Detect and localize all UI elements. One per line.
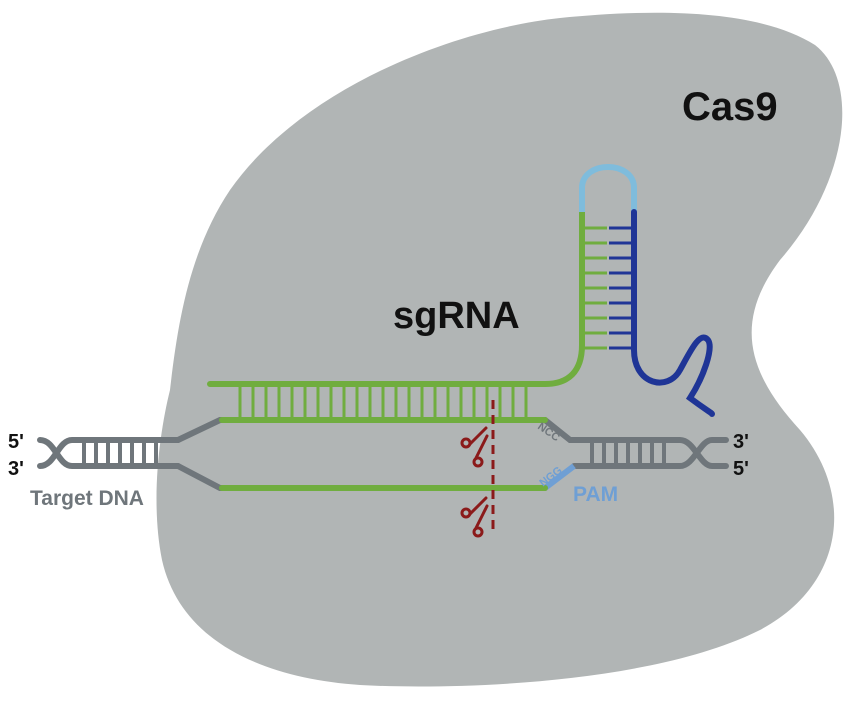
three-prime-left-label: 3' (8, 458, 24, 480)
hairpin-green-stems (584, 226, 607, 350)
hairpin-blue-stems (609, 226, 632, 350)
sgrna-dna-base-pairs (238, 386, 528, 418)
cas9-protein-shape (156, 12, 843, 687)
pam-strand-segment (543, 463, 576, 491)
hairpin-partner-strand (631, 209, 715, 417)
pam-label: PAM (573, 483, 618, 506)
dna-right-base-pairs (590, 442, 666, 464)
five-prime-right-label: 5' (733, 458, 749, 480)
sgrna-label: sgRNA (393, 295, 520, 337)
sgrna-strand (207, 209, 585, 491)
three-prime-right-label: 3' (733, 431, 749, 453)
target-dna-label: Target DNA (30, 487, 144, 510)
hairpin-loop (579, 164, 637, 212)
dna-left-base-pairs (82, 442, 158, 464)
scissors-icon (460, 496, 489, 538)
scissors-icon (460, 426, 489, 468)
cas9-label: Cas9 (682, 85, 778, 129)
five-prime-left-label: 5' (8, 431, 24, 453)
dna-right-duplex (542, 417, 729, 469)
